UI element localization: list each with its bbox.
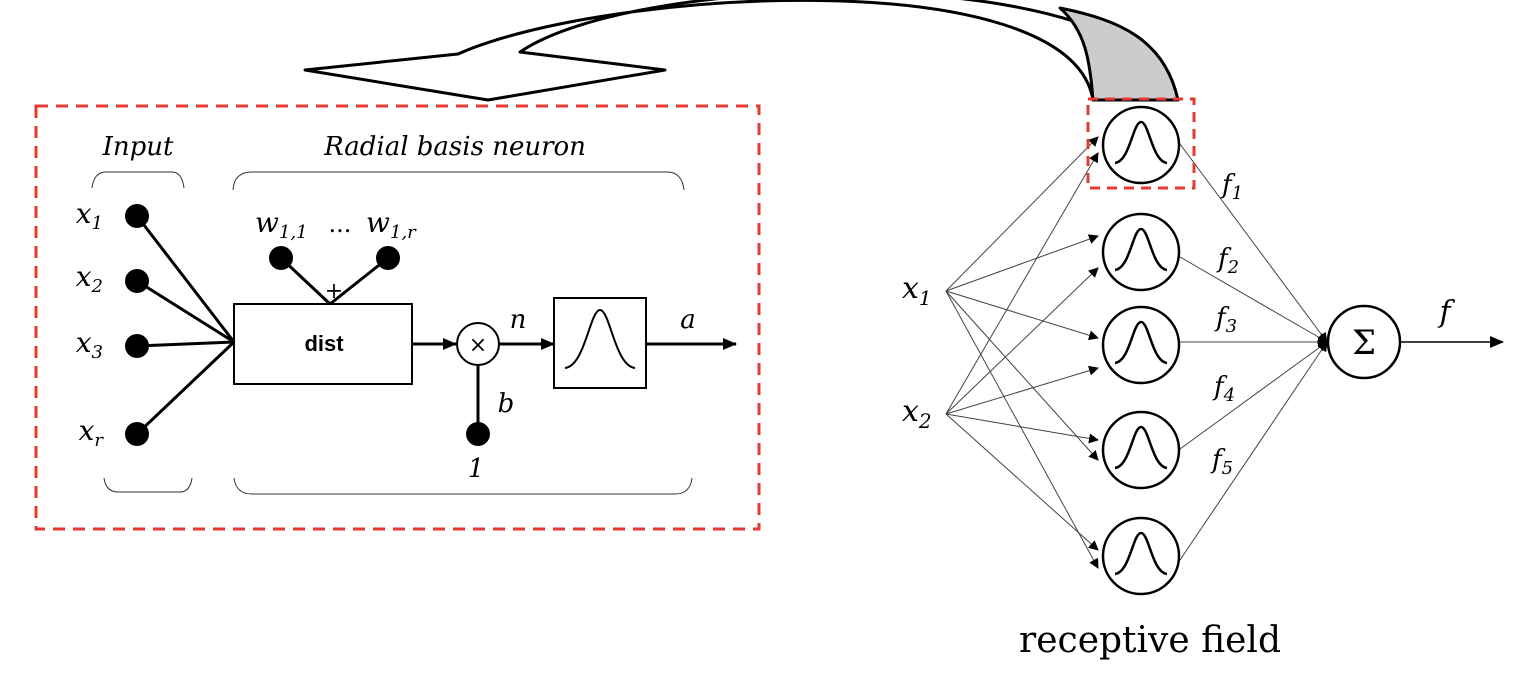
plus-sign: + <box>325 279 343 304</box>
one-label: 1 <box>468 454 485 484</box>
zoom-arrow <box>303 0 1180 102</box>
hidden-neuron <box>1101 410 1181 490</box>
weight-node <box>269 246 293 270</box>
gaussian-icon <box>1114 227 1168 272</box>
dist-box <box>233 303 413 385</box>
hidden-output-label: f1 <box>1220 170 1243 204</box>
zoom-arrow-shading <box>1058 6 1180 102</box>
sum-symbol: Σ <box>1352 323 1376 363</box>
n-label: n <box>510 305 527 335</box>
bias-node <box>466 422 490 446</box>
radbas-box <box>553 297 647 389</box>
right-input-label: x2 <box>902 394 932 433</box>
left-input-label: x3 <box>76 326 103 363</box>
gaussian-icon <box>1114 320 1168 365</box>
hidden-neuron <box>1101 212 1181 292</box>
input-top-bracket <box>91 171 185 189</box>
weight-ellipsis: ... <box>329 210 352 238</box>
left-input-node <box>125 422 149 446</box>
left-input-connections <box>135 215 236 436</box>
hidden-output-connections <box>1179 143 1328 561</box>
hidden-neuron <box>1101 105 1181 185</box>
gaussian-icon <box>1114 425 1168 470</box>
neuron-label: Radial basis neuron <box>323 132 586 162</box>
gaussian-icon <box>564 308 636 369</box>
weight-node <box>376 246 400 270</box>
hidden-neuron <box>1101 305 1181 385</box>
input-bottom-bracket <box>103 477 193 493</box>
multiply-sign: × <box>469 333 487 358</box>
left-input-node <box>125 269 149 293</box>
input-hidden-connections <box>945 136 1099 569</box>
left-input-label: xr <box>79 414 105 451</box>
left-input-label: x1 <box>76 197 103 234</box>
weight-last-label: w1,r <box>366 206 417 243</box>
hidden-output-label: f2 <box>1216 244 1239 278</box>
b-label: b <box>498 389 515 419</box>
input-label: Input <box>102 132 174 162</box>
left-input-node <box>125 334 149 358</box>
network-output-label: f <box>1437 295 1455 330</box>
neuron-detail-box <box>34 104 761 531</box>
receptive-field-caption: receptive field <box>1019 620 1281 661</box>
receptive-field-highlight <box>1086 97 1196 190</box>
gaussian-icon <box>1114 120 1168 165</box>
hidden-output-label: f4 <box>1212 372 1235 406</box>
hidden-output-label: f5 <box>1210 445 1233 479</box>
right-input-label: x1 <box>902 271 932 310</box>
neuron-top-bracket <box>232 171 685 191</box>
weight-first-label: w1,1 <box>255 206 308 243</box>
hidden-output-label: f3 <box>1214 303 1237 337</box>
left-input-node <box>125 204 149 228</box>
hidden-neuron <box>1101 516 1181 596</box>
gaussian-icon <box>1114 531 1168 576</box>
dist-label: dist <box>304 331 344 356</box>
a-label: a <box>680 305 696 335</box>
left-input-label: x2 <box>76 260 103 297</box>
neuron-bottom-bracket <box>233 477 693 495</box>
